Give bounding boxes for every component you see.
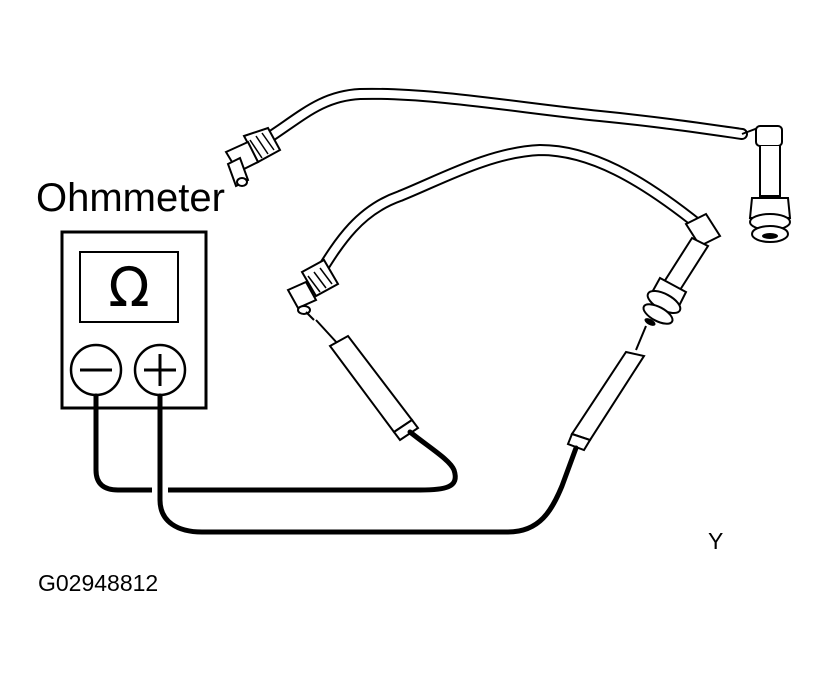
figure-code: G02948812 — [38, 570, 159, 596]
upper-wire-right-boot — [741, 125, 792, 243]
negative-probe — [315, 319, 458, 493]
tested-wire-right-boot — [642, 212, 722, 326]
minus-terminal-icon — [69, 343, 123, 397]
plus-terminal-icon — [133, 343, 187, 397]
tested-ignition-wire — [286, 143, 722, 326]
upper-wire-left-boot — [224, 126, 282, 188]
meter-omega-symbol: Ω — [108, 256, 149, 319]
positive-probe — [566, 325, 647, 452]
ohmmeter-icon: Ω — [60, 230, 208, 410]
upper-ignition-wire — [224, 87, 792, 243]
negative-test-lead — [93, 393, 423, 493]
ohmmeter-label: Ohmmeter — [36, 176, 225, 220]
positive-test-lead — [152, 393, 579, 535]
tested-wire-left-terminal — [286, 258, 340, 321]
corner-letter: Y — [708, 528, 724, 554]
